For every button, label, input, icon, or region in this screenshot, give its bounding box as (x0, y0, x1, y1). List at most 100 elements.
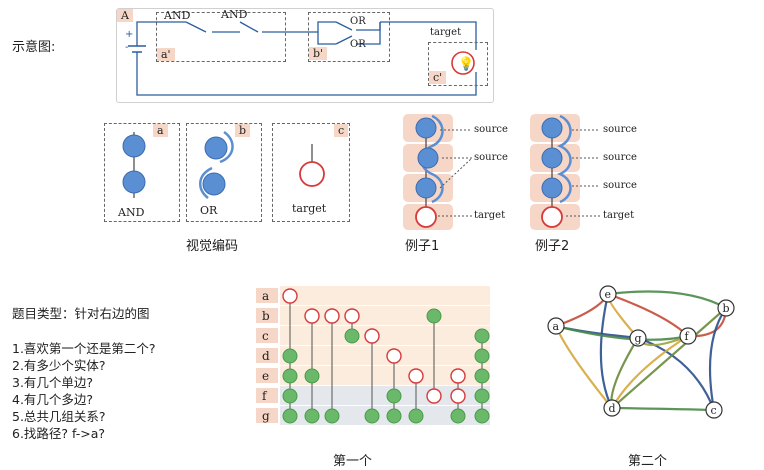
ex2-source-label-1: source (603, 124, 637, 135)
and-switch-1 (185, 21, 207, 33)
matrix-row-label-box (256, 408, 278, 423)
matrix-source-node (474, 388, 490, 404)
network-node-label: c (711, 404, 717, 417)
network-node-label: g (635, 332, 642, 345)
network-node (717, 299, 735, 317)
matrix-source-node (386, 408, 402, 424)
or-node-2 (202, 172, 226, 196)
ex2-source-label-2: source (603, 152, 637, 163)
glyph-c-tag: c (334, 124, 349, 137)
circuit-box-a (156, 12, 286, 62)
network-edge (708, 307, 727, 411)
question-item: 1.喜欢第一个还是第二个? (12, 341, 156, 356)
network-node-label: e (605, 288, 612, 301)
or-node-1 (204, 136, 228, 160)
matrix-source-node (324, 408, 340, 424)
matrix-row-label-box (256, 348, 278, 363)
or-label-2: OR (350, 39, 366, 50)
network-node-label: f (685, 330, 690, 343)
or-switch-2 (335, 35, 353, 45)
matrix-source-node (282, 368, 298, 384)
network-node (547, 317, 565, 335)
ex2-source-node-1 (541, 117, 563, 139)
matrix-row-label: d (262, 349, 270, 363)
glyph-or-label: OR (200, 204, 218, 217)
ex1-source-node-3 (415, 177, 437, 199)
matrix-row-label: c (262, 329, 269, 343)
box-a-tag: a' (157, 48, 175, 61)
or-label-1: OR (350, 16, 366, 27)
question-item: 4.有几个多边? (12, 392, 94, 407)
ex2-source-node-3 (541, 177, 563, 199)
matrix-row-label: e (262, 369, 269, 383)
matrix-target-node (408, 368, 424, 384)
matrix-target-node (450, 368, 466, 384)
ex1-source-node-2 (417, 147, 439, 169)
ex2-target-label: target (603, 210, 635, 221)
matrix-source-node (282, 388, 298, 404)
matrix-target-node (450, 388, 466, 404)
matrix-source-node (304, 408, 320, 424)
matrix-source-node (474, 408, 490, 424)
matrix-caption: 第一个 (333, 454, 373, 469)
matrix-row-label: a (262, 289, 269, 303)
matrix-target-node (426, 388, 442, 404)
example2-caption: 例子2 (535, 239, 570, 254)
network-node (603, 399, 621, 417)
matrix-target-node (344, 308, 360, 324)
matrix-target-node (364, 328, 380, 344)
matrix-row-label: g (262, 409, 270, 423)
glyph-b-tag: b (235, 124, 251, 137)
network-caption: 第二个 (628, 454, 668, 469)
matrix-row-band (280, 286, 490, 305)
matrix-row-label-box (256, 308, 278, 323)
network-edge (637, 336, 716, 411)
and-node-1 (122, 134, 146, 158)
matrix-source-node (408, 408, 424, 424)
matrix-row-label: f (262, 389, 268, 403)
circuit-box-c (428, 42, 488, 86)
circuit-panel-tag: A (117, 9, 133, 22)
network-node-label: d (609, 402, 616, 415)
matrix-row-label-box (256, 288, 278, 303)
minus-sign: - (125, 42, 129, 53)
network-edge (554, 325, 613, 409)
network-edge (611, 406, 715, 412)
and-node-2 (122, 170, 146, 194)
network-edge (599, 293, 613, 409)
schematic-label: 示意图: (12, 40, 56, 55)
matrix-source-node (386, 388, 402, 404)
matrix-row-label-box (256, 368, 278, 383)
glyph-box-and (104, 123, 180, 222)
matrix-source-node (474, 368, 490, 384)
network-edge (607, 290, 727, 309)
question-item: 3.有几个单边? (12, 375, 94, 390)
network-node (599, 285, 617, 303)
glyph-a-tag: a (153, 124, 168, 137)
plus-sign: + (125, 29, 134, 40)
question-item: 5.总共几组关系? (12, 409, 106, 424)
network-edge (611, 335, 689, 409)
network-edge (555, 324, 639, 340)
and-label-1: AND (164, 9, 191, 22)
matrix-source-node (474, 328, 490, 344)
network-node (679, 327, 697, 345)
box-c-tag: c' (429, 71, 447, 84)
matrix-target-node (304, 308, 320, 324)
matrix-source-node (282, 408, 298, 424)
ex2-target-node (541, 206, 563, 228)
svg-text:💡: 💡 (458, 56, 474, 72)
questions-list: 1.喜欢第一个还是第二个? 2.有多少个实体? 3.有几个单边? 4.有几个多边… (12, 340, 156, 442)
network-node-label: b (723, 302, 730, 315)
matrix-row-label: b (262, 309, 270, 323)
matrix-target-node (282, 288, 298, 304)
bulb-icon (451, 51, 475, 75)
network-edge (555, 324, 689, 341)
network-edge (611, 307, 727, 409)
question-item: 6.找路径? f->a? (12, 426, 106, 441)
glyph-box-or (186, 123, 262, 222)
glyph-caption: 视觉编码 (186, 239, 239, 254)
ex1-target-label: target (474, 210, 506, 221)
